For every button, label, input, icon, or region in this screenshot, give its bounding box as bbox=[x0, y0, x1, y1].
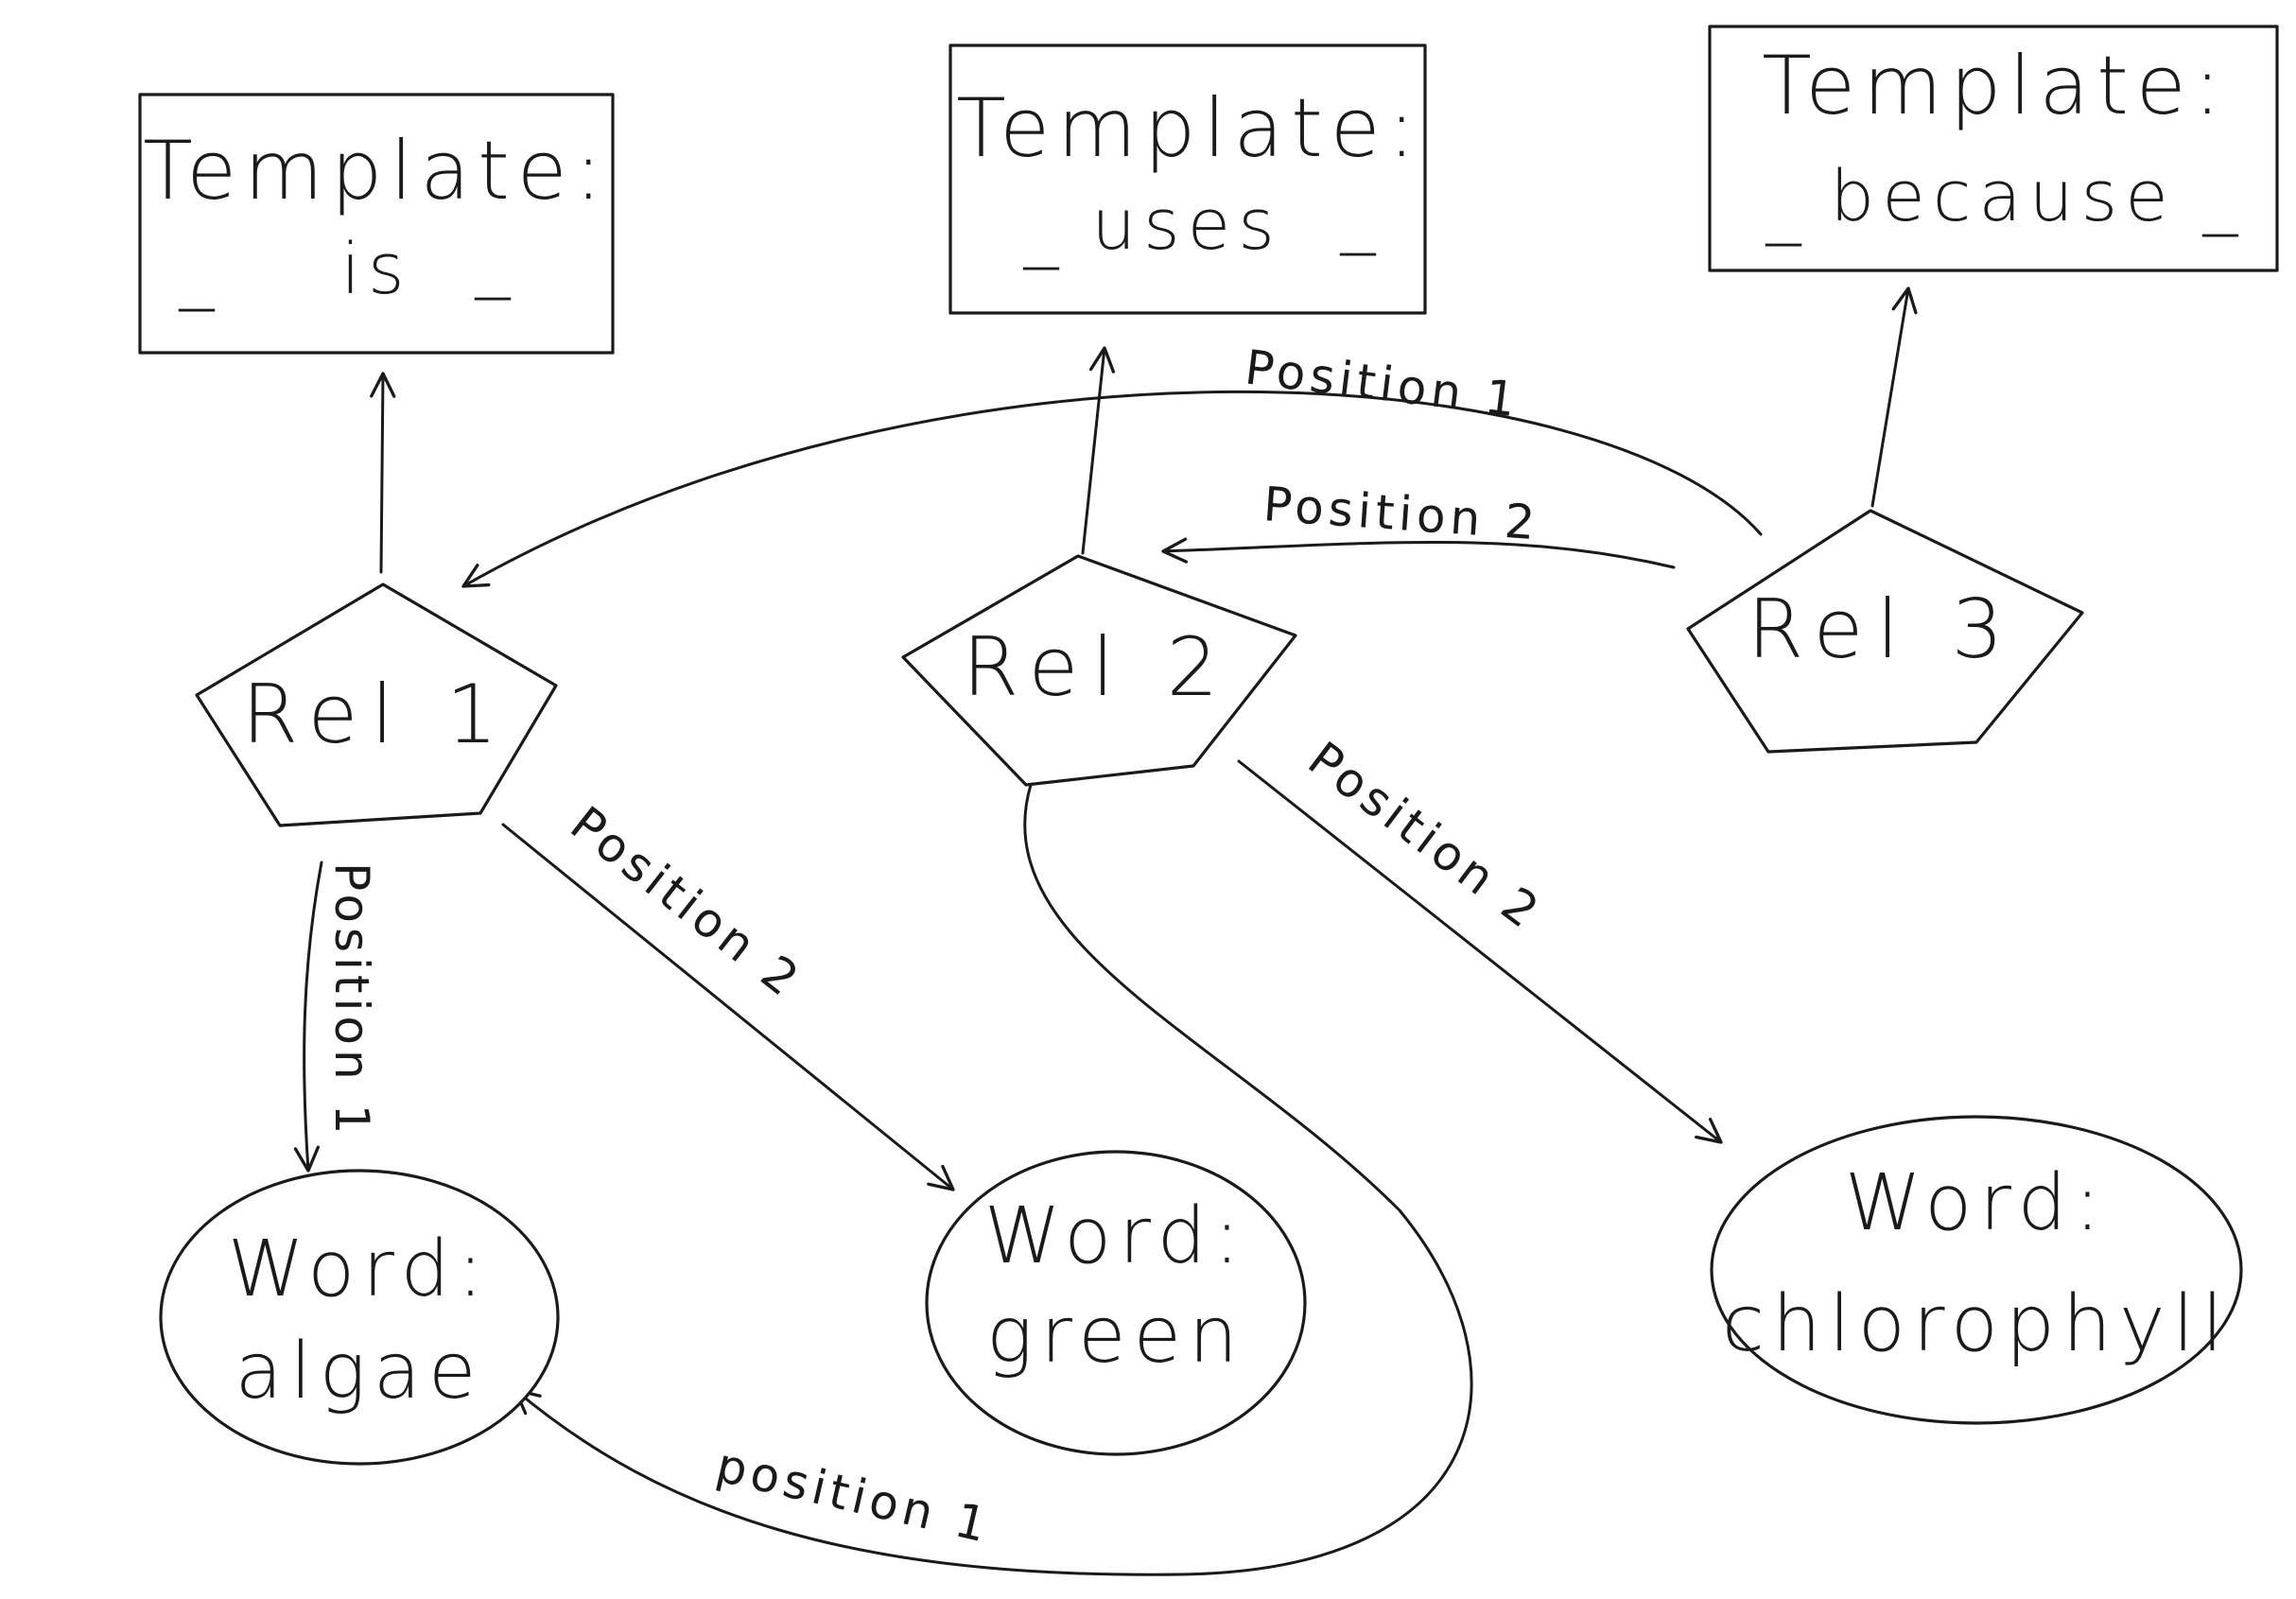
template-box-is: Template: is _ _ bbox=[138, 93, 615, 355]
edge-rel1-to-template-is bbox=[370, 372, 396, 574]
word-node-algae: Word: algae bbox=[159, 1169, 560, 1466]
edge-rel3-to-rel1 bbox=[461, 390, 1763, 588]
edge-rel2-to-template-uses bbox=[1081, 346, 1116, 555]
relation-label: Rel 2 bbox=[963, 620, 1232, 715]
edge-rel2-to-algae bbox=[513, 783, 1473, 1576]
template-blank-left: _ bbox=[1765, 165, 1809, 247]
edge-label-rel3-to-rel2: Position 2 bbox=[1261, 477, 1541, 550]
template-blank-left: _ bbox=[1023, 189, 1067, 270]
template-blank-right: _ bbox=[475, 219, 518, 301]
word-value: algae bbox=[235, 1327, 484, 1417]
relation-node-rel3: Rel 3 bbox=[1686, 509, 2084, 754]
word-title: Word: bbox=[984, 1191, 1247, 1281]
template-title: Template: bbox=[1762, 39, 2228, 133]
template-box-uses: Template: uses _ _ bbox=[948, 43, 1427, 315]
edge-label-rel3-to-rel1: Position 1 bbox=[1243, 339, 1523, 427]
template-blank-right: _ bbox=[2202, 156, 2246, 237]
relation-node-rel2: Rel 2 bbox=[901, 554, 1297, 787]
template-title: Template: bbox=[956, 81, 1422, 176]
edge-label-rel2-to-algae: position 1 bbox=[711, 1437, 996, 1554]
template-word: because bbox=[1830, 156, 2176, 237]
relation-node-rel1: Rel 1 bbox=[195, 582, 558, 827]
edge-label-rel1-to-algae: Position 1 bbox=[324, 862, 379, 1138]
word-title: Word: bbox=[1845, 1158, 2108, 1248]
word-node-green: Word: green bbox=[925, 1150, 1307, 1456]
word-title: Word: bbox=[228, 1225, 491, 1314]
template-word: uses bbox=[1091, 184, 1282, 266]
template-word: is bbox=[340, 229, 411, 310]
edge-rel1-to-green bbox=[501, 823, 955, 1191]
template-title: Template: bbox=[143, 124, 609, 218]
template-box-because: Template: because _ _ bbox=[1708, 25, 2279, 272]
word-node-chlorophyll: Word: chlorophyll bbox=[1710, 1115, 2243, 1425]
word-value: chlorophyll bbox=[1722, 1279, 2231, 1369]
relation-label: Rel 3 bbox=[1748, 582, 2017, 677]
edge-rel1-to-algae bbox=[293, 860, 323, 1173]
word-value: green bbox=[986, 1291, 1245, 1381]
edge-rel3-to-rel2 bbox=[1161, 537, 1676, 569]
edge-rel3-to-template-because bbox=[1870, 287, 1918, 508]
edge-rel2-to-chlorophyll bbox=[1237, 759, 1723, 1144]
template-blank-right: _ bbox=[1340, 175, 1383, 256]
relation-label: Rel 1 bbox=[242, 668, 512, 762]
template-blank-left: _ bbox=[179, 231, 222, 312]
